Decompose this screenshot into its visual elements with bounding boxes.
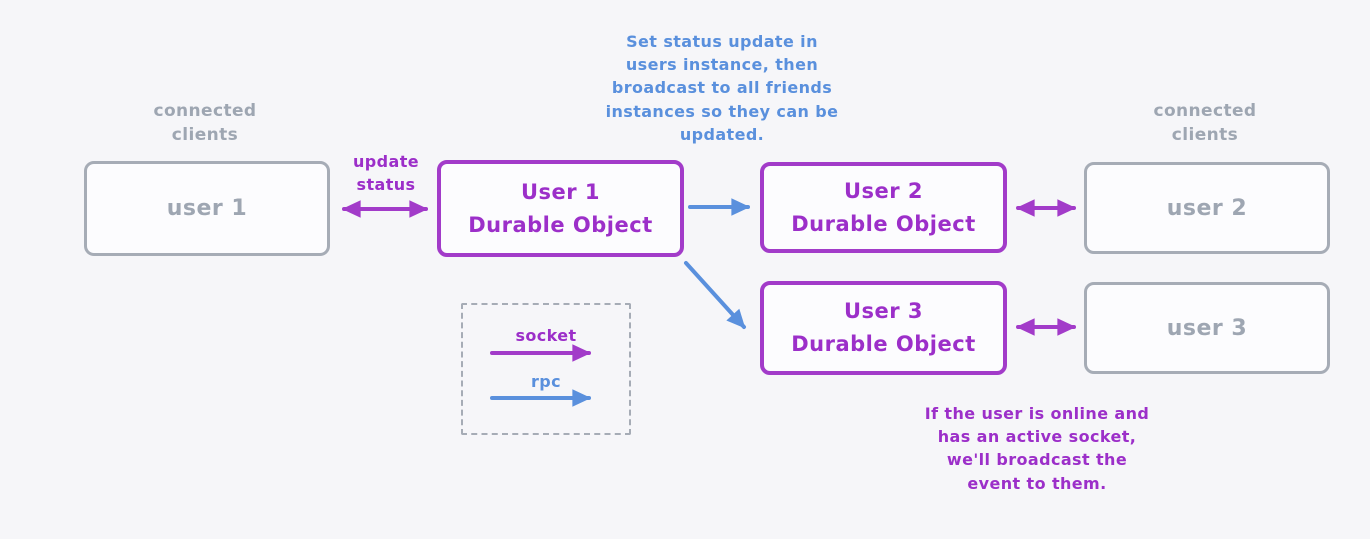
connected-clients-label-right: connected clients [1153,101,1257,145]
client-box-user2-label: user 2 [1166,195,1248,221]
do-box-user1: User 1 Durable Object [437,160,684,257]
bottom-note: If the user is online and has an active … [924,404,1150,493]
connected-clients-label-left: connected clients [153,101,257,145]
client-box-user3-label: user 3 [1166,315,1248,341]
do-box-user3-label: User 3 Durable Object [791,299,976,356]
top-note: Set status update in users instance, the… [605,32,839,144]
client-box-user1: user 1 [84,161,330,256]
do-box-user2-label: User 2 Durable Object [791,178,976,236]
do-box-user2: User 2 Durable Object [760,162,1007,253]
do-box-user3: User 3 Durable Object [760,281,1007,375]
do-box-user1-label: User 1 Durable Object [468,179,653,237]
legend-socket-label: socket [515,326,577,345]
client-box-user1-label: user 1 [166,196,248,221]
client-box-user3: user 3 [1084,282,1330,374]
client-box-user2: user 2 [1084,162,1330,254]
rpc-arrow-do1-do3 [684,261,746,329]
update-status-label: update status [353,152,419,195]
legend-box [461,303,631,435]
legend-rpc-label: rpc [530,372,562,391]
